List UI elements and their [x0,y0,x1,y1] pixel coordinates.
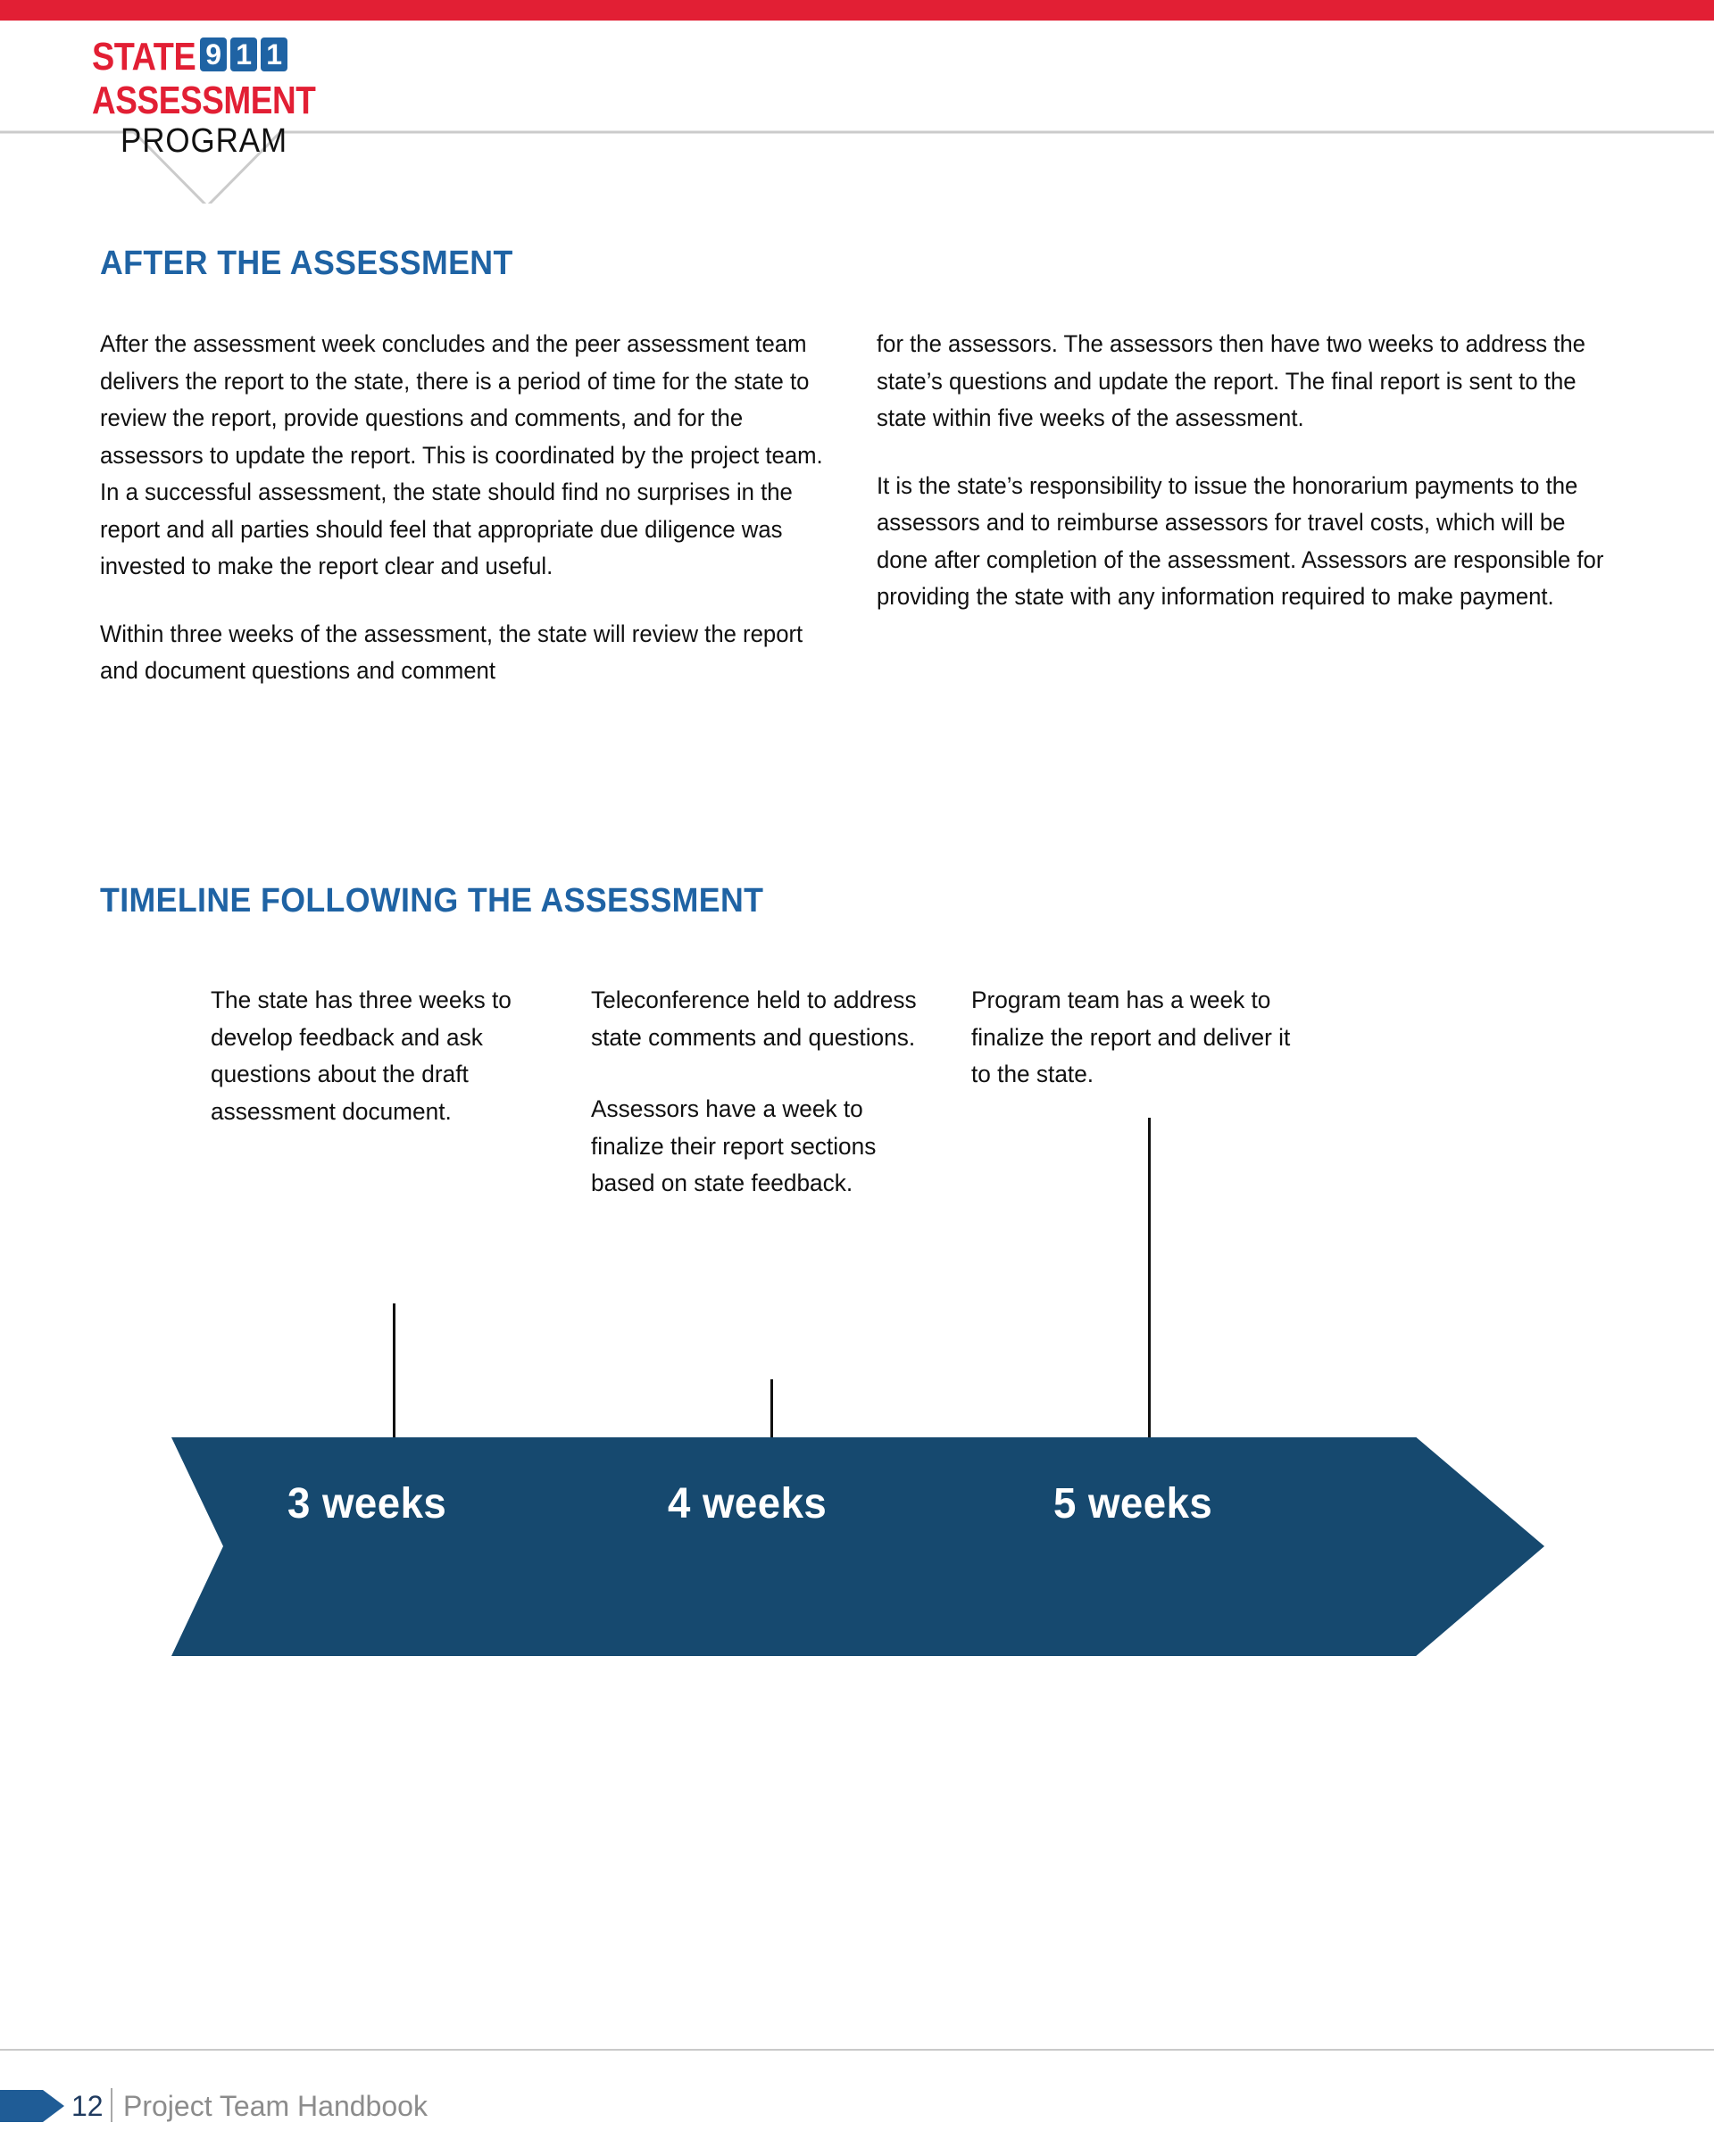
page-header: STATE 9 1 1 ASSESSMENT PROGRAM [0,21,1714,204]
heading-after-the-assessment: AFTER THE ASSESSMENT [100,245,513,282]
paragraph: for the assessors. The assessors then ha… [877,330,1585,431]
logo-digit-1-a: 1 [230,37,258,71]
callout-paragraph: The state has three weeks to develop fee… [211,986,512,1125]
footer-pipe-divider [111,2088,112,2122]
timeline-callout-5-weeks: Program team has a week to finalize the … [971,982,1316,1094]
footer-page-number: 12 [71,2090,104,2122]
logo-word-state: STATE [92,35,196,79]
timeline-leader-line-2 [770,1379,773,1451]
paragraph: After the assessment week concludes and … [100,330,823,579]
timeline-callout-4-weeks: Teleconference held to address state com… [591,982,918,1203]
timeline-diagram: The state has three weeks to develop fee… [0,964,1714,1656]
page-footer: 12 Project Team Handbook [0,2049,1714,2156]
timeline-leader-line-3 [1148,1118,1151,1450]
top-red-bar [0,0,1714,21]
timeline-callout-3-weeks: The state has three weeks to develop fee… [211,982,546,1130]
logo-911-badges: 9 1 1 [200,37,288,71]
logo-row-state-911: STATE 9 1 1 [92,37,324,79]
after-assessment-right-column: for the assessors. The assessors then ha… [877,326,1604,616]
timeline-leader-line-1 [393,1303,395,1450]
logo-word-assessment: ASSESSMENT [92,79,316,122]
logo-digit-1-b: 1 [261,37,288,71]
paragraph: It is the state’s responsibility to issu… [877,471,1604,611]
footer-divider-rule [0,2049,1714,2051]
heading-timeline-following-the-assessment: TIMELINE FOLLOWING THE ASSESSMENT [100,882,764,920]
arrow-shape [171,1437,1544,1656]
logo-word-program: PROGRAM [121,122,288,160]
callout-paragraph: Teleconference held to address state com… [591,986,917,1051]
after-assessment-left-column: After the assessment week concludes and … [100,326,832,690]
footer-document-title: Project Team Handbook [123,2090,428,2122]
timeline-arrow-banner [171,1437,1544,1656]
callout-paragraph: Program team has a week to finalize the … [971,986,1291,1087]
paragraph: Within three weeks of the assessment, th… [100,620,803,685]
logo-digit-9: 9 [200,37,228,71]
state-911-assessment-program-logo: STATE 9 1 1 ASSESSMENT PROGRAM [92,37,324,161]
footer-arrow-icon [0,2090,64,2122]
callout-paragraph: Assessors have a week to finalize their … [591,1095,877,1196]
